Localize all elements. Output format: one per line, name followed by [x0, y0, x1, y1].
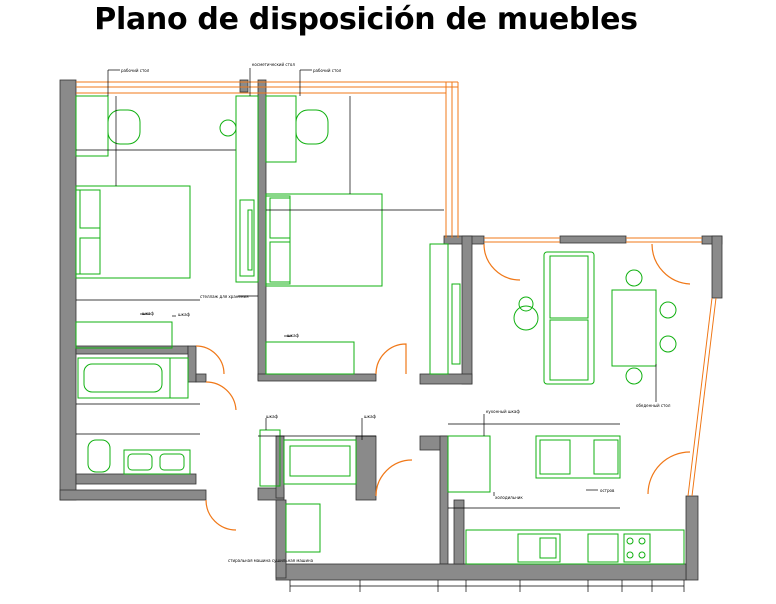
bathroom	[76, 357, 200, 405]
label-kitchen-unit: кухонный шкаф	[486, 409, 520, 414]
walls	[59, 79, 723, 581]
chair-right-icon	[295, 109, 329, 145]
desk-left	[75, 95, 109, 157]
corridor	[258, 429, 376, 553]
windows	[76, 81, 717, 497]
wardrobe-b	[283, 439, 357, 485]
wc	[76, 433, 200, 475]
wall-right-upper	[711, 235, 723, 299]
wall-kitchen-left	[439, 435, 449, 565]
tv-unit	[429, 243, 449, 375]
bedroom-left	[75, 95, 236, 349]
label-desk-left: рабочий стол	[121, 68, 150, 73]
wall-left	[59, 79, 77, 501]
label-island: остров	[600, 488, 615, 493]
kitchen-island	[535, 435, 621, 479]
storage-unit	[235, 95, 259, 283]
label-desk-right: рабочий стол	[313, 68, 342, 73]
door-bath	[205, 381, 237, 411]
label-storage: стеллаж для хранения	[200, 294, 249, 299]
wall-laundry-left	[275, 499, 287, 579]
page-title: Plano de disposición de muebles	[94, 2, 638, 37]
wall-bottom	[275, 563, 687, 581]
shelf-right	[265, 341, 355, 375]
door-swings	[195, 243, 691, 531]
wall-bath-top	[75, 345, 189, 355]
wall-wc-bottom	[75, 473, 197, 485]
wall-living-left	[461, 235, 473, 385]
kitchen-counter	[465, 529, 685, 565]
toilet-icon	[87, 439, 111, 473]
label-shelf-left: шкаф	[142, 311, 155, 316]
wall-bedroom-divider	[257, 79, 267, 381]
wall-top-divider-a	[239, 79, 249, 93]
callouts: рабочий стол косметический стол рабочий …	[107, 62, 671, 563]
desk-right	[265, 95, 297, 163]
dimension-lines	[289, 580, 685, 592]
wall-bath-door-stub	[195, 373, 207, 383]
door-living	[483, 243, 521, 281]
label-wardrobe-a: шкаф	[266, 414, 279, 419]
label-shelf-mid: шкаф	[287, 333, 300, 338]
bed-right	[265, 193, 383, 287]
cooktop-icon	[623, 533, 651, 563]
label-cosmetic-table: косметический стол	[252, 62, 295, 67]
washer	[285, 503, 321, 553]
sofa	[543, 251, 595, 385]
dining-table	[611, 289, 657, 367]
kitchen-unit	[447, 435, 491, 493]
label-fridge: холодильник	[495, 495, 523, 500]
door-wc	[205, 499, 237, 531]
wardrobe-a	[259, 429, 281, 487]
sink-icon	[517, 533, 561, 563]
wall-corridor-c	[355, 435, 377, 501]
wall-bedroom2-bottom	[257, 373, 377, 382]
shelf-left	[75, 321, 173, 349]
label-cabinet-left: шкаф	[178, 312, 191, 317]
dining-chair-icon	[625, 269, 643, 287]
wall-right-lower	[685, 495, 699, 581]
label-washer: стиральная машина сушильная машина	[228, 558, 314, 563]
bedroom-right	[265, 95, 444, 375]
vanity	[123, 449, 191, 475]
bed-left	[75, 185, 191, 279]
mid-strip	[219, 95, 259, 283]
stool-icon	[219, 119, 237, 137]
kitchen	[447, 423, 685, 565]
living-room	[429, 243, 677, 385]
label-dining: обеденный стол	[636, 403, 671, 408]
chair-left-icon	[107, 109, 141, 145]
wall-living-bottom	[419, 373, 473, 385]
door-entry	[647, 451, 691, 495]
wall-bottom-left	[59, 489, 207, 501]
label-wardrobe-b: шкаф	[364, 414, 377, 419]
wall-bath-right	[187, 345, 197, 383]
pouf-icon	[513, 305, 539, 331]
wall-kitchen-stub	[453, 499, 465, 565]
wall-window-pier	[559, 235, 627, 244]
